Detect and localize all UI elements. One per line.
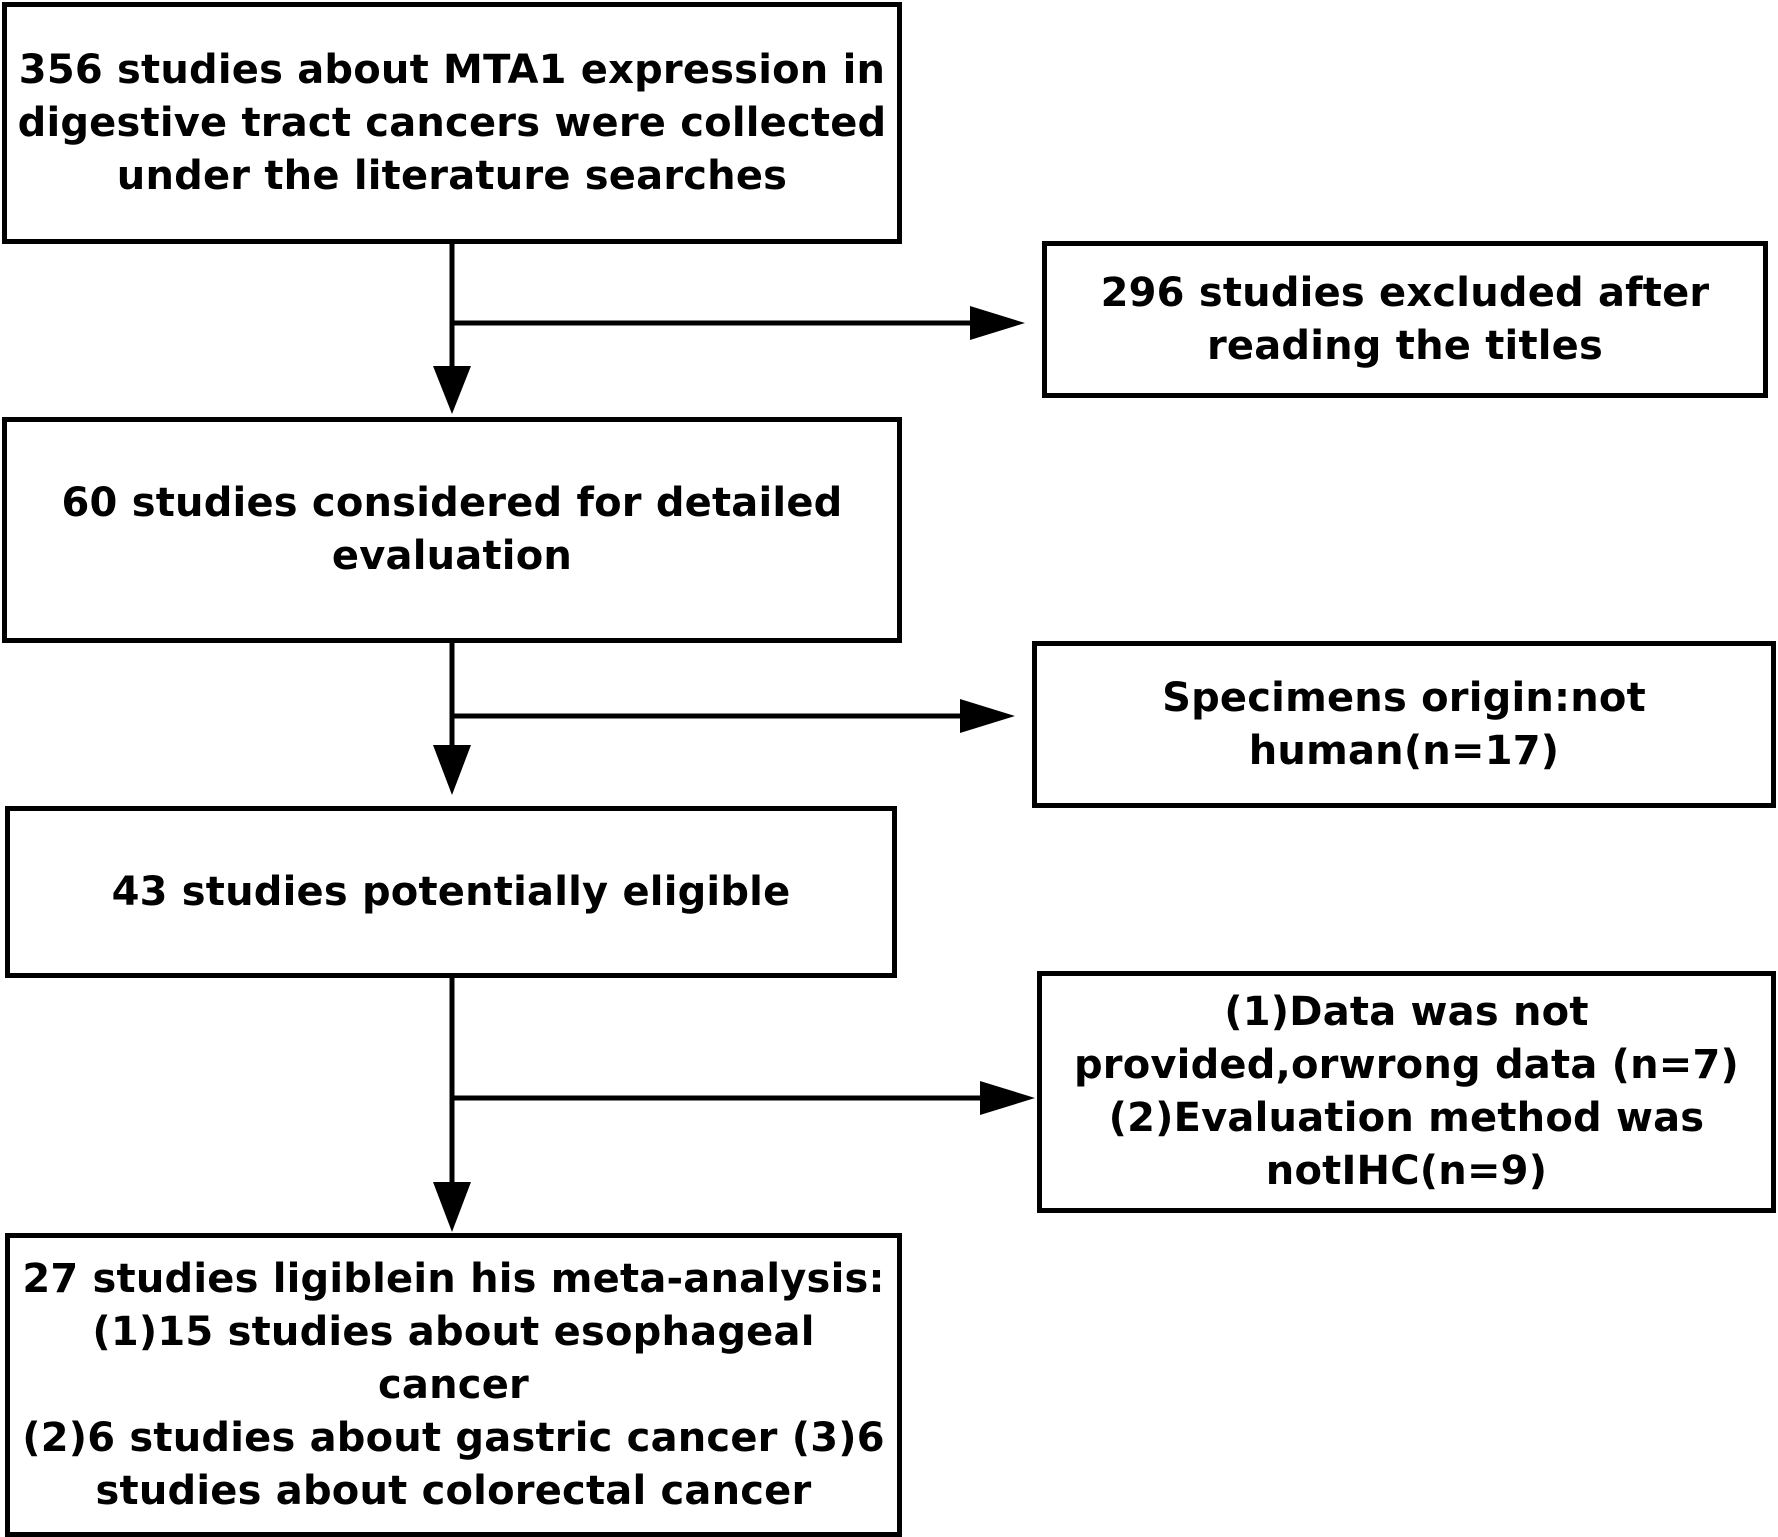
box-data-exclusions: (1)Data was not provided,orwrong data (n… — [1037, 971, 1776, 1213]
box-specimens-not-human: Specimens origin:not human(n=17) — [1032, 641, 1776, 808]
box-studies-collected-text: 356 studies about MTA1 expression in dig… — [17, 46, 887, 199]
box-final-included: 27 studies ligiblein his meta-analysis: … — [5, 1233, 902, 1537]
box-studies-collected: 356 studies about MTA1 expression in dig… — [2, 2, 902, 244]
box-considered-detailed-evaluation: 60 studies considered for detailed evalu… — [2, 417, 902, 643]
box-data-exclusions-text: (1)Data was not provided,orwrong data (n… — [1073, 989, 1740, 1194]
arrowhead-down-2 — [433, 745, 471, 795]
box-final-included-text: 27 studies ligiblein his meta-analysis: … — [22, 1255, 885, 1514]
arrowhead-down-3 — [433, 1182, 471, 1232]
arrowhead-down-1 — [433, 366, 471, 414]
box-potentially-eligible: 43 studies potentially eligible — [5, 806, 897, 978]
arrowhead-right-3 — [980, 1081, 1035, 1115]
arrowhead-right-2 — [960, 699, 1015, 733]
box-considered-detailed-evaluation-text: 60 studies considered for detailed evalu… — [61, 480, 843, 579]
box-excluded-after-titles-text: 296 studies excluded after reading the t… — [1100, 269, 1710, 369]
arrowhead-right-1 — [970, 306, 1025, 340]
box-specimens-not-human-text: Specimens origin:not human(n=17) — [1162, 674, 1646, 774]
box-excluded-after-titles: 296 studies excluded after reading the t… — [1042, 241, 1768, 398]
box-potentially-eligible-text: 43 studies potentially eligible — [111, 868, 791, 915]
